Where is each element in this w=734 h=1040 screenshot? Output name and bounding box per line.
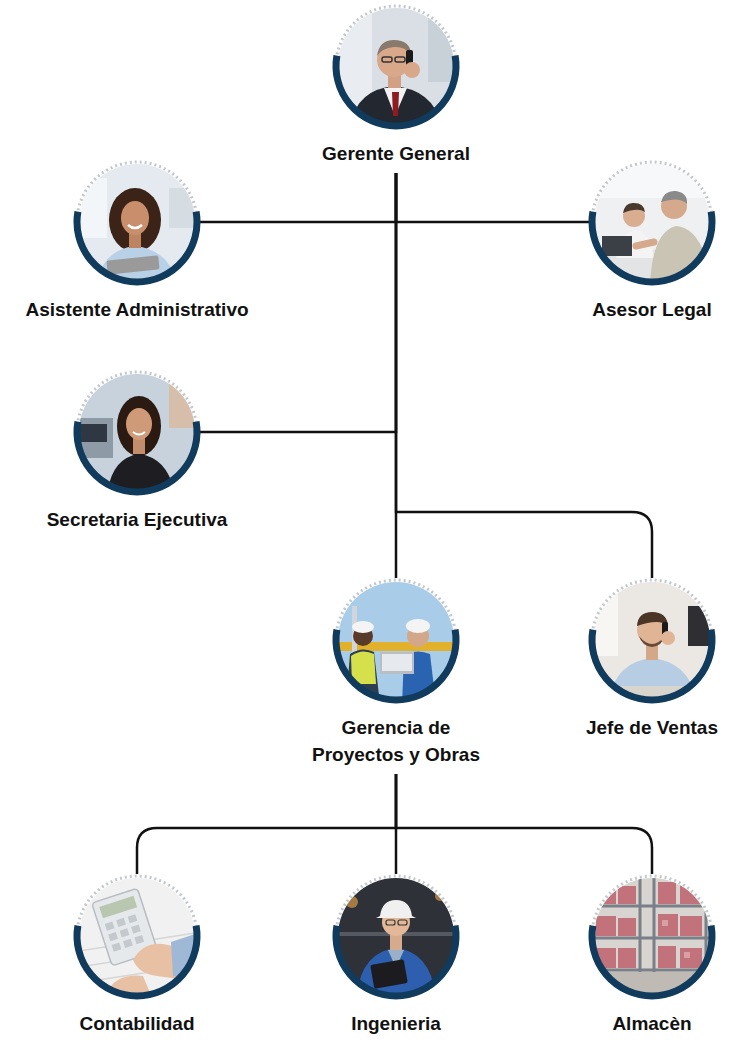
- navy-arc: [592, 212, 712, 282]
- photo-node: Asesor Legal: [588, 158, 716, 286]
- node-label: Asesor Legal: [592, 296, 711, 323]
- dotted-rim: [592, 580, 712, 700]
- dotted-rim: [77, 162, 197, 282]
- accounting-photo: [73, 872, 201, 1000]
- navy-arc: [592, 926, 712, 996]
- org-connector: [137, 774, 396, 874]
- node-label: Asistente Administrativo: [25, 296, 248, 323]
- dotted-rim: [592, 162, 712, 282]
- photo-node: Asistente Administrativo: [73, 158, 201, 286]
- navy-arc: [77, 926, 197, 996]
- navy-arc: [77, 422, 197, 492]
- legal-advisor-photo: [588, 158, 716, 286]
- photo-node: Ingenieria: [332, 872, 460, 1000]
- navy-arc: [77, 212, 197, 282]
- navy-arc: [336, 926, 456, 996]
- photo-node: Jefe de Ventas: [588, 576, 716, 704]
- photo-ring: [332, 2, 460, 130]
- node-label: Secretaria Ejecutiva: [47, 506, 228, 533]
- node-label: Ingenieria: [351, 1010, 441, 1037]
- sales-head-photo: [588, 576, 716, 704]
- navy-arc: [592, 630, 712, 700]
- org-connector: [395, 774, 398, 874]
- manager-photo: [332, 2, 460, 130]
- secretary-photo: [73, 368, 201, 496]
- warehouse-photo: [588, 872, 716, 1000]
- photo-ring: [332, 872, 460, 1000]
- dotted-rim: [77, 876, 197, 996]
- dotted-rim: [336, 580, 456, 700]
- node-label: Contabilidad: [79, 1010, 194, 1037]
- engineering-photo: [332, 872, 460, 1000]
- navy-arc: [336, 630, 456, 700]
- node-label: Jefe de Ventas: [586, 714, 718, 741]
- node-label: Gerencia de Proyectos y Obras: [296, 714, 496, 768]
- photo-node: Almacèn: [588, 872, 716, 1000]
- photo-node: Secretaria Ejecutiva: [73, 368, 201, 496]
- node-label: Almacèn: [612, 1010, 691, 1037]
- photo-ring: [588, 576, 716, 704]
- photo-ring: [73, 158, 201, 286]
- photo-node: Contabilidad: [73, 872, 201, 1000]
- dotted-rim: [77, 372, 197, 492]
- photo-ring: [588, 158, 716, 286]
- photo-ring: [332, 576, 460, 704]
- org-connector: [395, 173, 398, 578]
- org-connector: [396, 173, 590, 222]
- assistant-photo: [73, 158, 201, 286]
- projects-photo: [332, 576, 460, 704]
- dotted-rim: [336, 876, 456, 996]
- org-connector: [199, 173, 396, 222]
- photo-node: Gerente General: [332, 2, 460, 130]
- node-label: Gerente General: [322, 140, 470, 167]
- photo-node: Gerencia de Proyectos y Obras: [332, 576, 460, 704]
- org-connector: [396, 774, 652, 874]
- navy-arc: [336, 56, 456, 126]
- org-connector: [396, 173, 652, 578]
- dotted-rim: [336, 6, 456, 126]
- dotted-rim: [592, 876, 712, 996]
- photo-ring: [73, 368, 201, 496]
- photo-ring: [588, 872, 716, 1000]
- photo-ring: [73, 872, 201, 1000]
